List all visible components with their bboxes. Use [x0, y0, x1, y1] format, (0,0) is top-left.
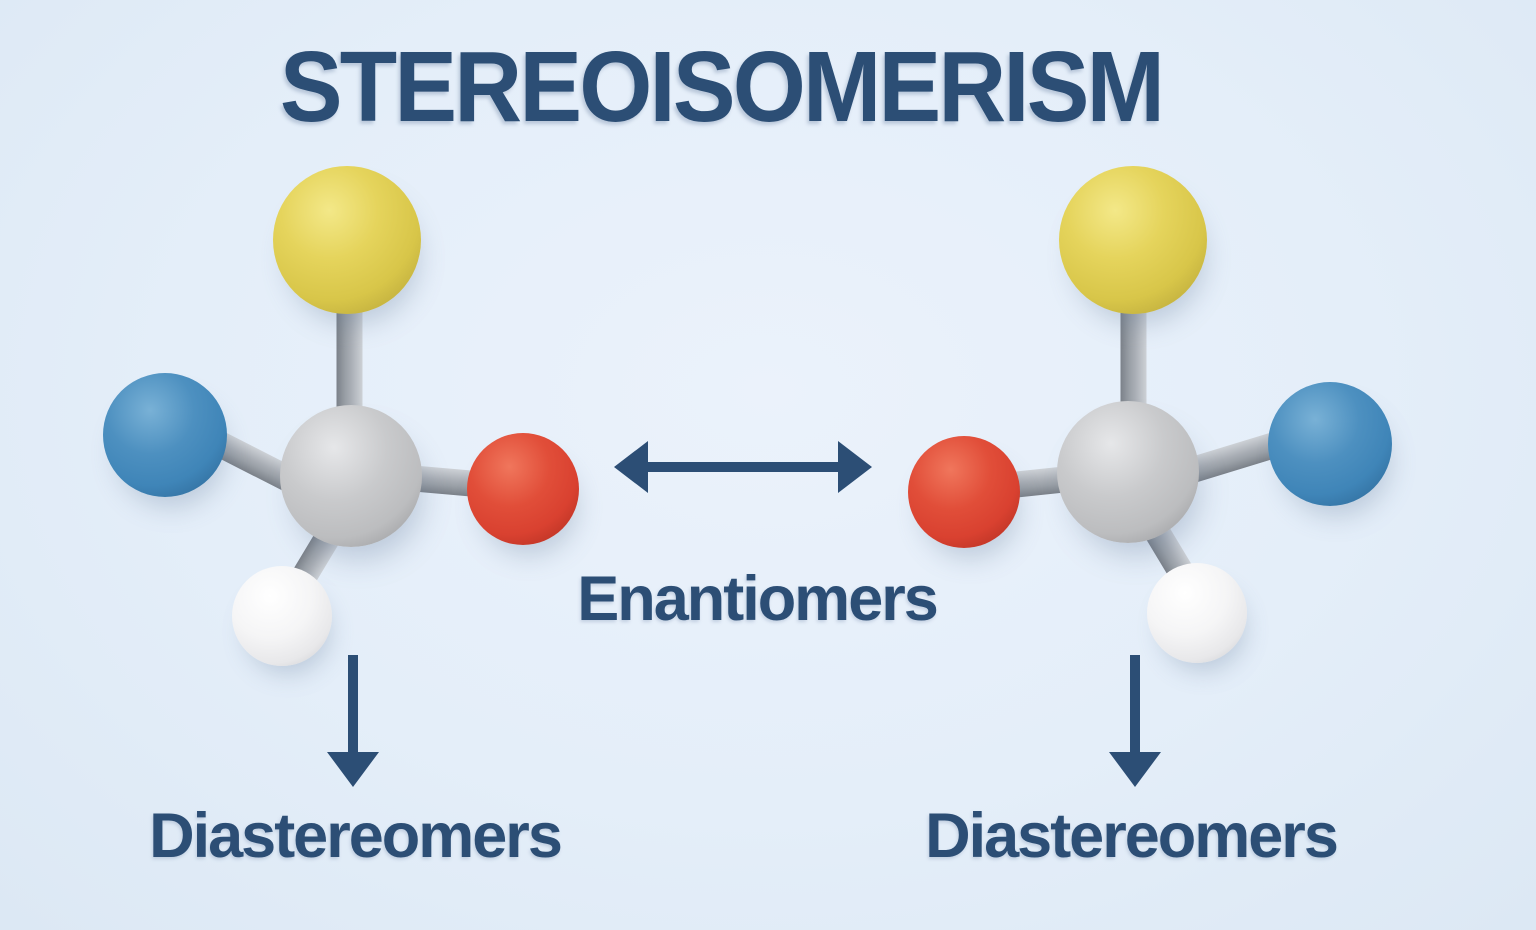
gray-atom-left — [280, 405, 422, 547]
down-arrow-icon-right — [1109, 655, 1161, 787]
yellow-atom-left — [273, 166, 421, 314]
red-atom-right — [908, 436, 1020, 548]
red-atom-left — [467, 433, 579, 545]
double-headed-arrow-icon — [614, 441, 872, 493]
gray-atom-right — [1057, 401, 1199, 543]
diastereomers-label-right: Diastereomers — [925, 801, 1339, 871]
enantiomers-label: Enantiomers — [577, 564, 939, 634]
white-atom-right — [1147, 563, 1247, 663]
diastereomers-label-left: Diastereomers — [149, 801, 563, 871]
blue-atom-left — [103, 373, 227, 497]
white-atom-left — [232, 566, 332, 666]
yellow-atom-right — [1059, 166, 1207, 314]
page-title: STEREOISOMERISM — [279, 31, 1165, 143]
blue-atom-right — [1268, 382, 1392, 506]
down-arrow-icon-left — [327, 655, 379, 787]
